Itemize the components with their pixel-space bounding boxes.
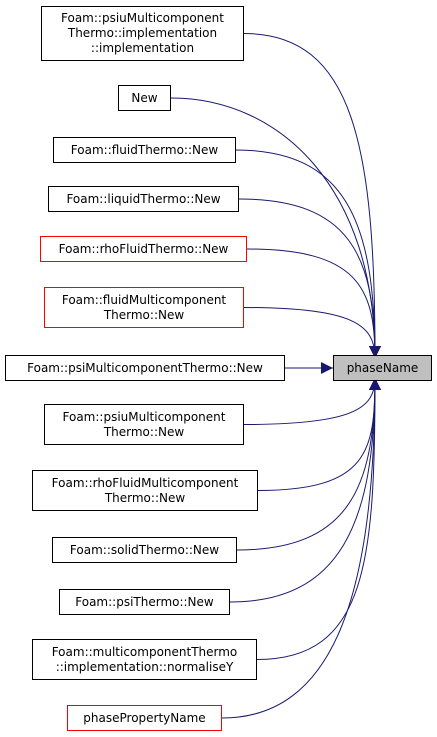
node-label-line-1: New [131,90,158,105]
node-psiu-multicomponent-thermo-new[interactable]: Foam::psiuMulticomponent Thermo::New [44,404,244,445]
node-label-line-1: Foam::multicomponentThermo [51,644,238,659]
node-fluid-thermo-new[interactable]: Foam::fluidThermo::New [53,137,236,163]
node-label-line-1: Foam::fluidMulticomponent [61,292,227,307]
node-label-line-1: Foam::liquidThermo::New [66,191,221,206]
node-solid-thermo-new[interactable]: Foam::solidThermo::New [52,537,237,563]
node-multicomponent-thermo-implementation-normalisey[interactable]: Foam::multicomponentThermo ::implementat… [32,639,257,680]
node-label-line-2: ::implementation::normaliseY [55,659,234,674]
call-edge-6 [243,307,381,359]
call-edge-9 [257,377,381,491]
node-label-line-1: Foam::fluidThermo::New [70,142,219,157]
node-phase-property-name[interactable]: phasePropertyName [67,705,222,731]
node-label-line-1: Foam::rhoFluidMulticomponent [51,475,239,490]
node-label-line-1: phasePropertyName [83,710,206,725]
call-edge-8 [243,377,381,425]
node-label-line-1: Foam::solidThermo::New [69,542,220,557]
node-label-line-1: Foam::psiMulticomponentThermo::New [27,360,263,375]
call-edge-12 [256,377,381,660]
node-new[interactable]: New [118,85,171,111]
node-psiu-multicomponent-thermo-implementation-implementation[interactable]: Foam::psiuMulticomponent Thermo::impleme… [41,6,244,61]
node-liquid-thermo-new[interactable]: Foam::liquidThermo::New [48,186,239,212]
node-label-line-2: Thermo::New [103,307,185,322]
node-label-line-1: Foam::psiThermo::New [75,594,214,609]
node-rho-fluid-multicomponent-thermo-new[interactable]: Foam::rhoFluidMulticomponent Thermo::New [32,470,258,511]
call-edge-4 [238,198,381,359]
node-label-line-1: Foam::rhoFluidThermo::New [58,241,229,256]
node-psi-multicomponent-thermo-new[interactable]: Foam::psiMulticomponentThermo::New [5,355,285,381]
node-fluid-multicomponent-thermo-new[interactable]: Foam::fluidMulticomponent Thermo::New [44,287,244,328]
node-rho-fluid-thermo-new[interactable]: Foam::rhoFluidThermo::New [40,236,247,262]
node-label-line-2: Thermo::New [103,424,185,439]
node-label-line-1: phaseName [346,360,419,375]
call-edge-5 [246,248,381,359]
node-label-line-2: Thermo::implementation [67,26,218,40]
node-psi-thermo-new[interactable]: Foam::psiThermo::New [59,589,230,615]
call-edge-3 [235,149,381,359]
call-edge-11 [229,377,381,603]
node-label-line-2: Thermo::New [104,490,186,505]
node-phase-name-target: phaseName [333,355,432,381]
node-label-line-1: Foam::psiuMulticomponent [62,409,226,424]
call-edge-1 [243,33,381,359]
node-label-line-1: Foam::psiuMulticomponent [61,11,224,25]
call-edge-13 [221,377,381,719]
node-label-line-3: ::implementation [90,41,195,55]
